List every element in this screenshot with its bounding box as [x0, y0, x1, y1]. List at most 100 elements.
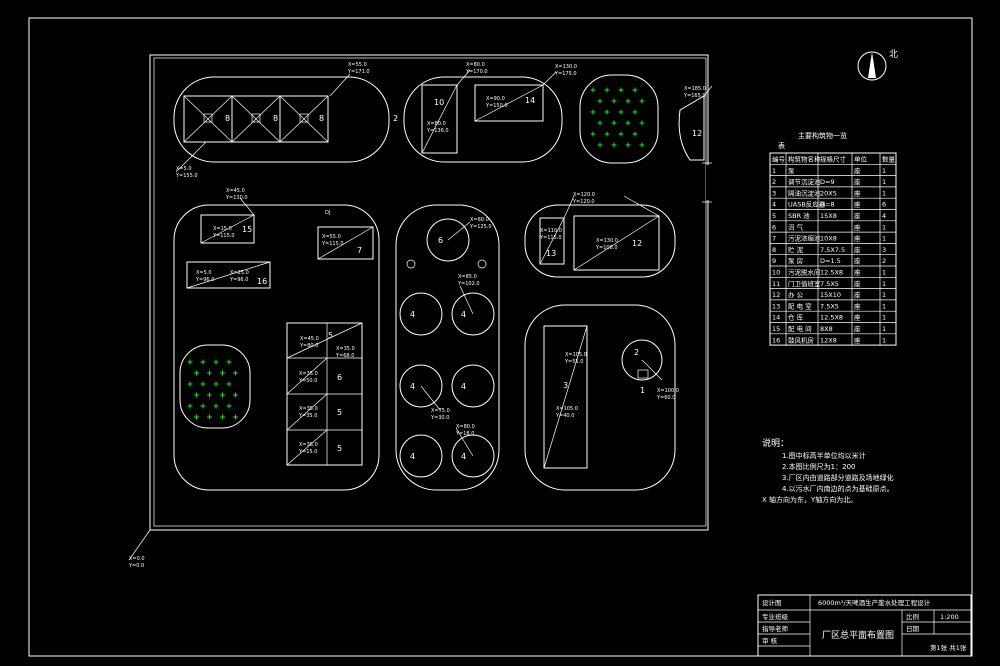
tree-icon: [632, 109, 638, 115]
building-1: [637, 369, 649, 379]
legend-cell: 座: [854, 301, 861, 310]
tree-icon: [604, 109, 610, 115]
tree-icon: [625, 98, 631, 104]
svg-text:X=55.0: X=55.0: [322, 234, 341, 240]
legend-cell: 1: [772, 167, 776, 175]
svg-text:5: 5: [337, 444, 342, 453]
coordinate-labels: X=0.0Y=0.0 X=55.0Y=171.0 X=5.0Y=155.0 X=…: [128, 62, 706, 569]
legend-cell: 贮 泥: [788, 245, 804, 254]
legend-cell: 14: [772, 314, 780, 322]
green-area-top: [579, 74, 659, 164]
coord-15b: X=15.0Y=115.0: [212, 226, 235, 239]
svg-text:3: 3: [563, 381, 568, 390]
svg-text:15: 15: [242, 225, 252, 234]
legend-cell: 座: [854, 166, 861, 175]
svg-text:Y=115.0: Y=115.0: [321, 241, 344, 247]
tree-icon: [618, 87, 624, 93]
legend-cell: D=8: [820, 201, 835, 209]
legend-cell: 1: [882, 314, 886, 322]
svg-text:Y=102.0: Y=102.0: [457, 281, 480, 287]
svg-text:4: 4: [410, 452, 415, 461]
legend-cell: 10: [772, 269, 780, 277]
svg-text:Y=0.0: Y=0.0: [128, 563, 144, 569]
tree-icon: [611, 120, 617, 126]
coord-4a: X=85.0Y=102.0: [457, 274, 480, 287]
building-2-side-label: 2: [393, 114, 398, 123]
svg-text:Y=125.0: Y=125.0: [469, 224, 492, 230]
svg-text:12: 12: [692, 129, 702, 138]
legend-cell: 12: [772, 291, 780, 299]
tree-icon: [200, 381, 206, 387]
legend-cell: 3: [882, 246, 886, 254]
tree-icon: [200, 359, 206, 365]
legend-cell: 13: [772, 302, 780, 310]
tb-sheet: 第1张 共1张: [930, 643, 967, 652]
legend-cell: 7.5X7.5: [820, 246, 845, 254]
legend-cell: 5: [772, 212, 776, 220]
coord-10: X=80.0Y=170.0: [465, 62, 488, 75]
notes-block: 说明： 1.图中标高半单位均以米计 2.本图比例尺为1：200 3.厂区内由道路…: [762, 437, 894, 504]
coord-5c: X=35.0Y=50.0: [298, 371, 318, 384]
tree-icons-left: [187, 359, 238, 420]
legend-cell: 12.5X8: [820, 314, 843, 322]
coord-18b: X=110.0Y=115.0: [539, 228, 562, 241]
svg-text:Y=40.0: Y=40.0: [555, 413, 574, 419]
tree-icons-top: [590, 87, 645, 148]
legend-cell: 隔油沉淀池: [788, 188, 821, 197]
svg-text:10: 10: [434, 98, 444, 107]
tree-icon: [187, 381, 193, 387]
tree-icon: [220, 392, 225, 398]
coord-16b: X=25.0Y=96.0: [229, 270, 249, 283]
tree-icon: [194, 392, 199, 398]
tree-icon: [597, 120, 603, 126]
note-line-1: 1.图中标高半单位均以米计: [782, 451, 866, 460]
uasb-3: [399, 364, 443, 408]
svg-text:Y=171.0: Y=171.0: [347, 69, 370, 75]
legend-cell: 7: [772, 235, 776, 243]
note-line-2: 2.本图比例尺为1：200: [782, 462, 856, 471]
legend-cell: 15X8: [820, 212, 837, 220]
legend-cell: 污泥浓缩池: [788, 234, 821, 243]
svg-text:Y=30.0: Y=30.0: [430, 415, 449, 421]
svg-text:X=80.0: X=80.0: [427, 121, 446, 127]
coord-5b: X=35.0Y=68.0: [335, 346, 355, 359]
tree-icon: [604, 131, 610, 137]
legend-cell: 门卫值班室: [788, 279, 821, 288]
legend-header-cell: 编号: [772, 155, 786, 164]
tree-icon: [207, 392, 212, 398]
legend-cell: 办 公: [788, 290, 804, 299]
building-16: [186, 261, 271, 289]
legend-cell: 座: [854, 222, 861, 231]
legend-cell: 15X10: [820, 291, 841, 299]
legend-cell: 6: [882, 201, 886, 209]
svg-text:X=90.0: X=90.0: [486, 96, 505, 102]
svg-text:X=130.0: X=130.0: [596, 238, 618, 244]
tree-icon: [611, 98, 617, 104]
legend-cell: D=1.5: [820, 257, 841, 265]
green-area-left-outline: [179, 344, 251, 429]
legend-cell: 1: [882, 167, 886, 175]
tree-icon: [187, 359, 193, 365]
legend-cell: 污泥脱水间: [788, 268, 821, 277]
svg-text:4: 4: [461, 452, 466, 461]
legend-cell: 座: [854, 290, 861, 299]
notes-title: 说明：: [762, 437, 789, 449]
building-10: [421, 84, 458, 154]
legend-cell: UASB反应器: [788, 200, 826, 209]
tree-icon: [639, 120, 645, 126]
svg-text:Y=35.0: Y=35.0: [298, 413, 317, 419]
tree-icon: [233, 414, 238, 420]
coord-15: X=45.0Y=130.0: [225, 188, 248, 201]
coord-6: X=80.0Y=125.0: [469, 217, 492, 230]
svg-text:Y=120.0: Y=120.0: [572, 199, 595, 205]
legend-cell: 1: [882, 223, 886, 231]
svg-text:4: 4: [461, 310, 466, 319]
building-12-office: [573, 215, 660, 271]
legend-cell: 鼓风机房: [788, 335, 814, 344]
legend-cell: 7.5X5: [820, 302, 839, 310]
svg-text:X=45.0: X=45.0: [226, 188, 245, 194]
legend-cell: 2: [772, 178, 776, 186]
tree-icon: [194, 370, 199, 376]
legend-title: 主要构筑物一览: [798, 131, 847, 140]
